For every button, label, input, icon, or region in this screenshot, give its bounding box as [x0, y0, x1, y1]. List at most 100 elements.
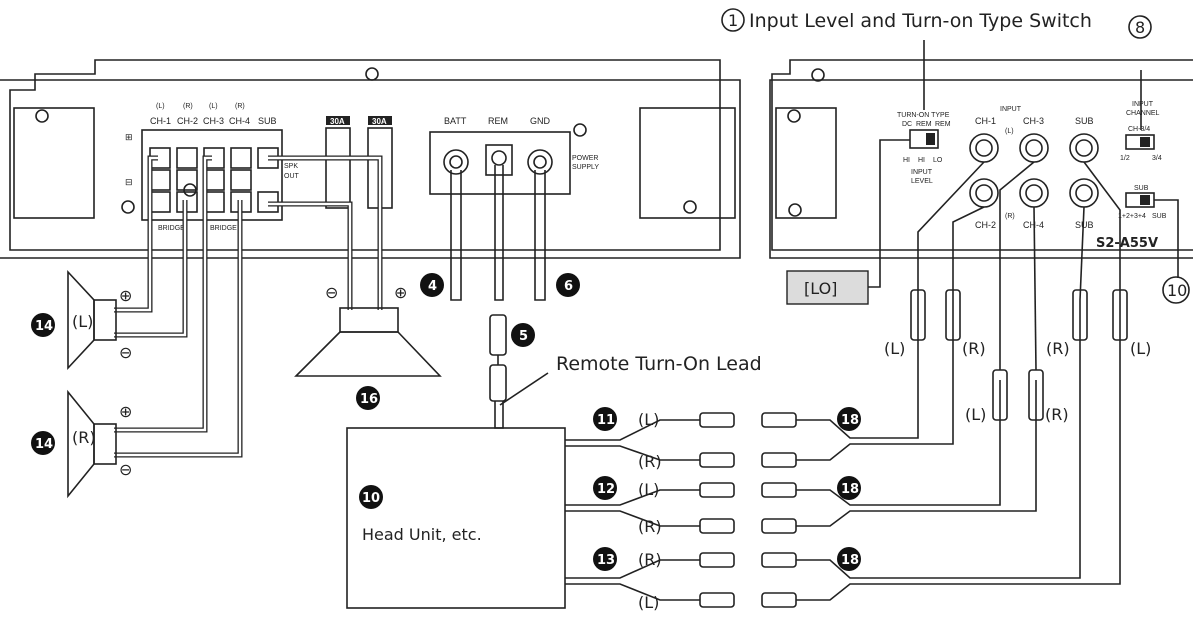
plus-icon: ⊕ [119, 402, 132, 421]
spk-out-label: SPK [284, 163, 298, 170]
input-channel: CH-2 [975, 220, 996, 230]
input-level-label: INPUT [911, 169, 933, 176]
callout-ring-8 [1128, 15, 1152, 39]
turn-on-opt: REM [935, 121, 951, 128]
power-cables [450, 165, 546, 301]
callout-ring-1 [721, 8, 745, 32]
turn-on-switch[interactable] [909, 129, 939, 149]
input-channel: CH-1 [975, 116, 996, 126]
ch-tag: (R) [235, 103, 245, 110]
screw-icon [35, 109, 49, 123]
lo-box-label: [LO] [804, 279, 837, 298]
channel-label: SUB [258, 116, 277, 126]
rca-cables-amp [796, 300, 1121, 601]
rca-cables-head [565, 419, 700, 601]
speaker-side-label: (R) [72, 428, 96, 447]
batt-terminal [443, 149, 469, 175]
input-channel: SUB [1075, 116, 1094, 126]
power-label: BATT [444, 116, 467, 126]
level-opt: LO [933, 157, 943, 164]
minus-icon: ⊖ [119, 460, 132, 479]
screw-icon [811, 68, 825, 82]
minus-icon: ⊖ [119, 343, 132, 362]
speaker-side-label: (L) [72, 312, 93, 331]
fuse-label: 30A [372, 117, 387, 126]
callout-1: 1 [728, 11, 738, 30]
ch34-switch-label: CH-3/4 [1128, 126, 1150, 133]
input-channel-label: INPUT [1132, 101, 1154, 108]
rca-jack [1069, 133, 1099, 163]
bridge-label: BRIDGE [210, 225, 237, 232]
plus-icon: ⊕ [119, 286, 132, 305]
callout-6: 6 [564, 279, 573, 294]
callout-13: 13 [597, 553, 615, 568]
rca-label: (L) [965, 405, 986, 424]
gnd-terminal [527, 149, 553, 175]
callout-10-head: 10 [362, 491, 380, 506]
fuse-tag [368, 116, 392, 125]
channel-label: CH-3 [203, 116, 224, 126]
fuse-tag [326, 116, 350, 125]
terminal-grid [149, 147, 279, 213]
callout-8: 8 [1135, 18, 1145, 37]
ch34-opt: 3/4 [1152, 155, 1162, 162]
row-label: (R) [638, 550, 662, 569]
remote-lead-label: Remote Turn-On Lead [556, 353, 762, 375]
speaker-left-bottom: ⊕ ⊖ (R) [67, 389, 132, 499]
turn-on-opt: REM [916, 121, 932, 128]
sub-switch-label: SUB [1134, 185, 1149, 192]
channel-label: CH-1 [150, 116, 171, 126]
head-unit [346, 427, 566, 609]
input-label: INPUT [1000, 106, 1022, 113]
rca-label: (L) [884, 339, 905, 358]
input-level-label: LEVEL [911, 178, 933, 185]
screw-icon [683, 200, 697, 214]
rca-jack [969, 178, 999, 208]
row-label: (L) [638, 480, 659, 499]
fuse-label: 30A [330, 117, 345, 126]
power-label: GND [530, 116, 551, 126]
power-supply-label: POWER [572, 155, 598, 162]
callout-18-c: 18 [841, 553, 859, 568]
turn-on-opt: DC [902, 121, 912, 128]
callout-10-right: 10 [1167, 281, 1187, 300]
sub-opt: SUB [1152, 213, 1167, 220]
badges: 4 5 6 10 11 12 13 14 14 16 18 18 18 [31, 273, 861, 571]
speaker-left-top: ⊕ ⊖ (L) [67, 269, 132, 371]
ch-tag: (R) [183, 103, 193, 110]
ch-tag: (L) [156, 103, 165, 110]
callout-4: 4 [428, 279, 437, 294]
fuse-slot [325, 127, 351, 209]
input-tag: (L) [1005, 128, 1014, 135]
rem-terminal [485, 144, 513, 176]
callout-16: 16 [360, 392, 378, 407]
callout-14-bottom: 14 [35, 437, 53, 452]
ch34-opt: 1/2 [1120, 155, 1130, 162]
rca-plug-pairs [699, 412, 797, 608]
rca-label: (R) [1046, 339, 1070, 358]
level-opt: HI [903, 157, 910, 164]
input-channel: SUB [1075, 220, 1094, 230]
input-channel: CH-3 [1023, 116, 1044, 126]
screw-icon [573, 123, 587, 137]
channel-label: CH-4 [229, 116, 250, 126]
input-switch-title: Input Level and Turn-on Type Switch [749, 10, 1092, 32]
bridge-label: BRIDGE [158, 225, 185, 232]
channel-label: CH-2 [177, 116, 198, 126]
row-label: (L) [638, 410, 659, 429]
subwoofer: ⊖ ⊕ [294, 283, 442, 377]
callout-12: 12 [597, 482, 615, 497]
input-tag: (R) [1005, 213, 1015, 220]
lo-box [786, 270, 869, 305]
rca-jack [1019, 178, 1049, 208]
ch34-switch[interactable] [1125, 134, 1155, 150]
minus-icon: ⊟ [125, 177, 133, 187]
callout-ring-10 [1162, 276, 1190, 304]
amplifier-right: TURN-ON TYPE DC REM REM HI HI LO INPUT L… [769, 40, 1193, 288]
spk-out-label: OUT [284, 173, 300, 180]
ch-tag: (L) [209, 103, 218, 110]
sub-opt: 1+2+3+4 [1118, 213, 1146, 220]
screw-icon [121, 200, 135, 214]
level-opt: HI [918, 157, 925, 164]
